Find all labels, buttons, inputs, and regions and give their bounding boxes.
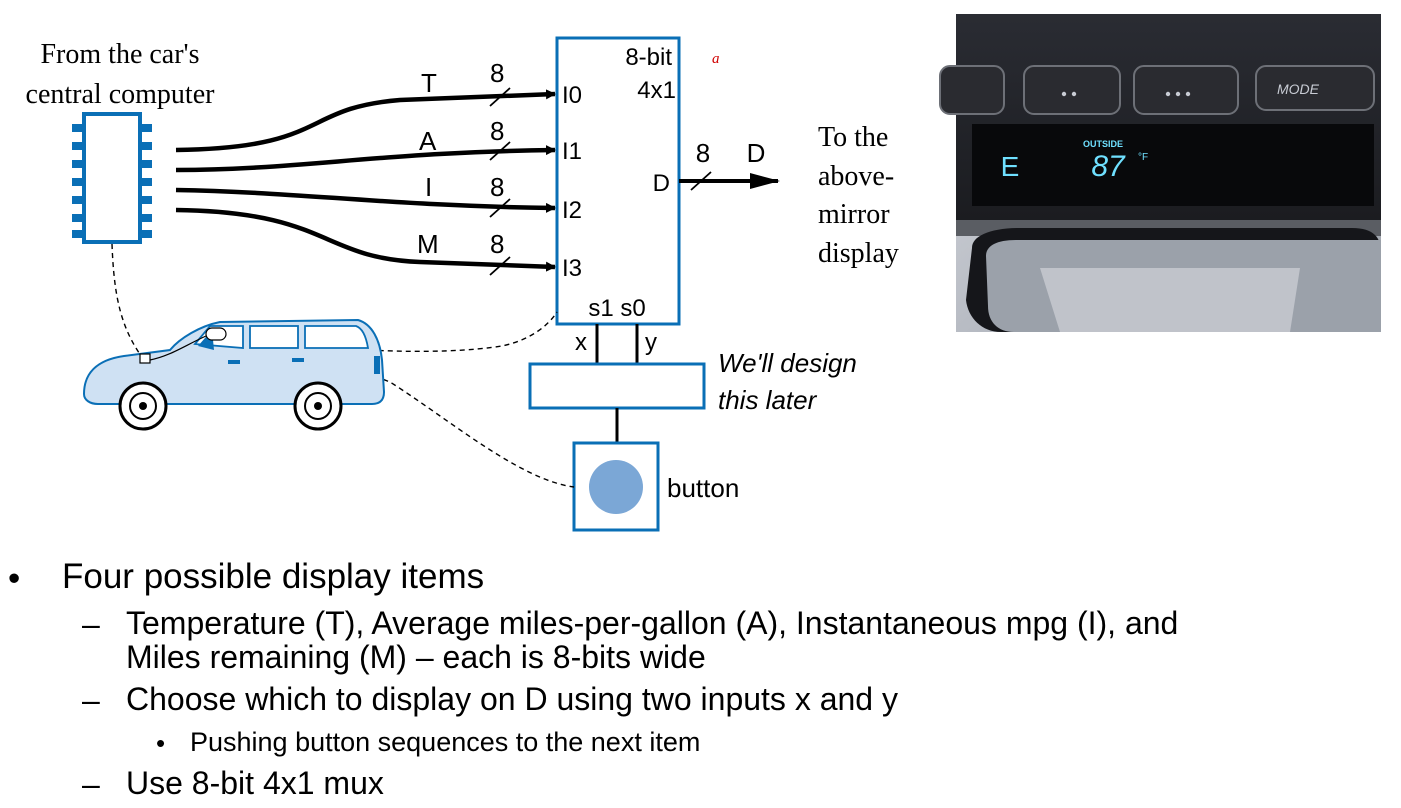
- bus-i: [175, 187, 556, 213]
- dash-marker: –: [82, 606, 100, 642]
- photo-outside-label: OUTSIDE: [1083, 139, 1123, 149]
- controller-note-line1: We'll design: [718, 348, 857, 378]
- bus-t: [175, 89, 556, 153]
- mirror-display-photo: MODE E OUTSIDE 87 °F: [939, 14, 1381, 332]
- bullet-sub2: Choose which to display on D using two i…: [126, 681, 898, 717]
- signal-m-label: M: [417, 229, 439, 259]
- bus-width-i-label: 8: [490, 172, 504, 202]
- mux-input-i0: I0: [562, 82, 582, 109]
- bus-width-a-label: 8: [490, 116, 504, 146]
- computer-chip-icon: [72, 112, 152, 244]
- sub-bullet-marker: •: [156, 728, 166, 758]
- select-y-label: y: [645, 329, 657, 356]
- button-label: button: [667, 473, 739, 503]
- bullet-sub1-line1: Temperature (T), Average miles-per-gallo…: [126, 605, 1179, 641]
- mux-select-pins: s1 s0: [588, 295, 645, 322]
- photo-unit: °F: [1138, 152, 1148, 163]
- bus-width-t-label: 8: [490, 58, 504, 88]
- bullet-marker: •: [8, 559, 21, 598]
- controller-box: [528, 362, 706, 410]
- source-label-line1: From the car's: [40, 39, 199, 70]
- dash-marker: –: [82, 682, 100, 718]
- bullet-sub2-detail: Pushing button sequences to the next ite…: [190, 727, 701, 757]
- bullet-main: Four possible display items: [62, 557, 485, 596]
- output-bus-width: 8: [696, 138, 710, 168]
- output-signal-label: D: [747, 138, 766, 168]
- corner-mark: a: [712, 51, 720, 67]
- dash-marker: –: [82, 766, 100, 802]
- display-system-diagram: From the car's central computer T A: [26, 14, 1381, 532]
- dest-label-line3: mirror: [818, 199, 890, 230]
- bus-width-m-label: 8: [490, 229, 504, 259]
- bullet-sub1-line2: Miles remaining (M) – each is 8-bits wid…: [126, 639, 706, 675]
- bus-m: [175, 207, 556, 272]
- controller-note-line2: this later: [718, 385, 818, 415]
- mux-output-pin: D: [653, 170, 670, 197]
- dest-label-line2: above-: [818, 161, 894, 192]
- mux-input-i2: I2: [562, 197, 582, 224]
- mux-title-line1: 8-bit: [625, 44, 672, 71]
- input-buses: [175, 89, 556, 272]
- photo-temperature: 87: [1091, 150, 1126, 183]
- dest-label-line4: display: [818, 238, 899, 269]
- select-x-label: x: [575, 329, 587, 356]
- bullet-sub3: Use 8-bit 4x1 mux: [126, 765, 384, 801]
- signal-t-label: T: [421, 68, 437, 98]
- photo-compass: E: [1001, 151, 1020, 182]
- source-label-line2: central computer: [26, 79, 216, 110]
- photo-mode-label: MODE: [1277, 81, 1320, 97]
- button-icon: [589, 460, 643, 514]
- dest-label-line1: To the: [818, 122, 888, 153]
- car-icon: [82, 318, 386, 431]
- mux-input-i3: I3: [562, 255, 582, 282]
- signal-i-label: I: [425, 172, 432, 202]
- mux-title-line2: 4x1: [637, 77, 676, 104]
- bus-a: [175, 145, 556, 173]
- mux-input-i1: I1: [562, 138, 582, 165]
- signal-a-label: A: [419, 126, 437, 156]
